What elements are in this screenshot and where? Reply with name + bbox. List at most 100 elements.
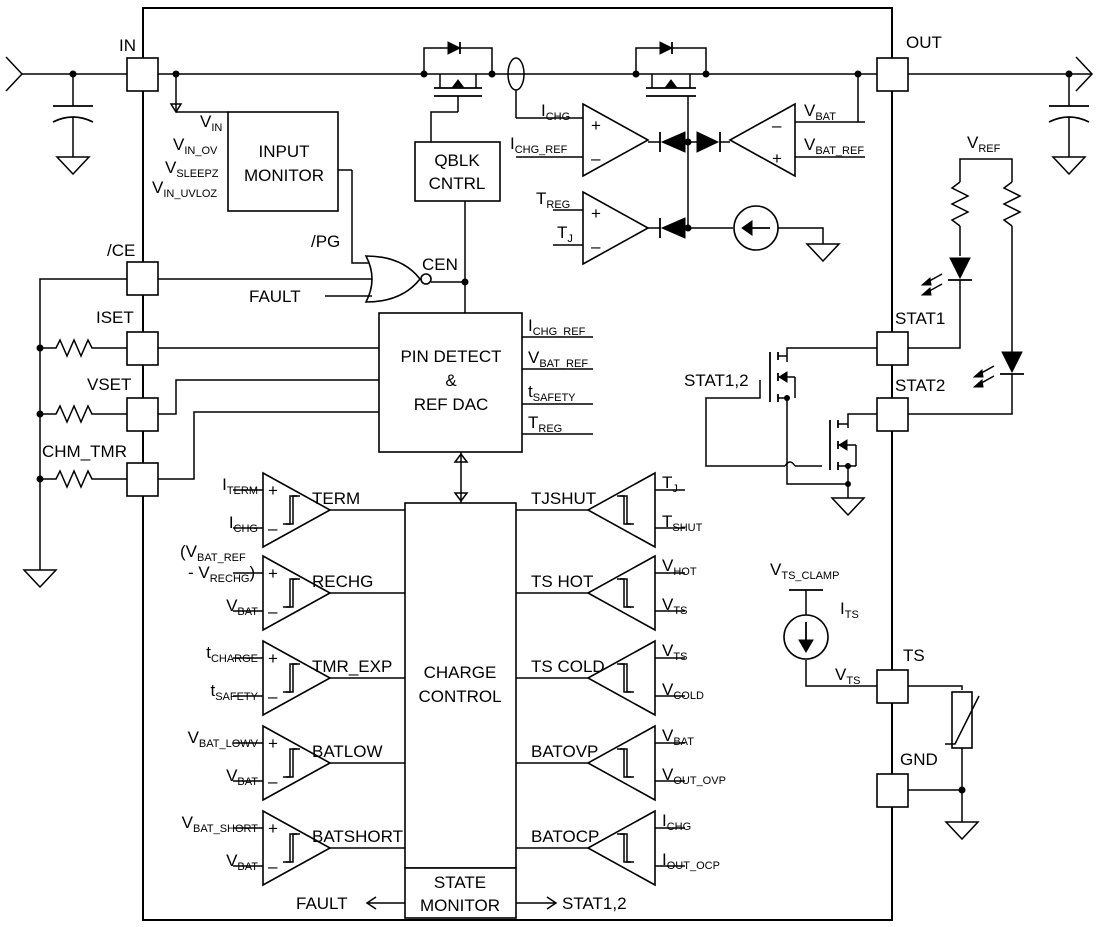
stat1-mosfet-icon: STAT1,2	[684, 347, 877, 485]
ground-icon	[22, 569, 58, 589]
comparator-plus-input: VBAT_LOWV	[188, 728, 259, 750]
svg-text:–: –	[268, 519, 278, 538]
comparator-icon	[262, 554, 332, 632]
comparator-input-a: VTS	[662, 641, 687, 663]
svg-text:+: +	[591, 204, 601, 223]
comparator-icon	[262, 809, 332, 887]
svg-text:–: –	[591, 149, 601, 168]
svg-text:+: +	[772, 149, 782, 168]
vts-clamp-label: VTS_CLAMP	[770, 560, 839, 582]
pin-ce-label: /CE	[107, 241, 135, 260]
comparator-plus-input: ITERM	[222, 475, 258, 497]
pin-stat1: STAT1	[876, 309, 945, 366]
state-monitor-line2: MONITOR	[420, 896, 500, 915]
fault-input-label: FAULT	[249, 287, 301, 306]
comparator-name: BATOCP	[531, 827, 599, 846]
comparator-icon	[586, 554, 656, 632]
comparator-rechg: +–RECHG(VBAT_REF- VRECHG)VBAT	[180, 542, 405, 632]
charge-control-block: CHARGE CONTROL	[404, 502, 517, 869]
pd-out-treg: TREG	[528, 413, 562, 435]
comparator-minus-input: ICHG	[229, 513, 258, 535]
state-monitor-line1: STATE	[434, 873, 486, 892]
ground-icon	[944, 821, 980, 841]
pin-ce: /CE	[107, 241, 159, 296]
resistor-icon	[40, 404, 127, 424]
diode-icon	[659, 131, 697, 153]
comparator-icon	[586, 639, 656, 717]
input-monitor-block: INPUT MONITOR VIN VIN_OV VSLEEPZ VIN_UVL…	[152, 74, 373, 264]
comparator-icon	[586, 724, 656, 802]
pin-chm-tmr-label: CHM_TMR	[42, 442, 127, 461]
comparator-icon	[262, 471, 332, 549]
pin-vset: VSET	[87, 375, 159, 432]
stat-output-label: STAT1,2	[562, 894, 627, 913]
comparator-name: BATOVP	[531, 742, 598, 761]
amp-ichgref-label: ICHG_REF	[510, 134, 568, 156]
vbat-amp: – + VBAT VBAT_REF	[720, 74, 865, 178]
pg-label: /PG	[311, 232, 340, 251]
current-source-icon	[733, 205, 841, 263]
power-path	[158, 70, 877, 78]
comparator-batovp: BATOVP VBAT VOUT_OVP	[516, 724, 726, 802]
resistor-icon	[40, 338, 127, 358]
comparator-name: RECHG	[312, 572, 373, 591]
comparator-minus-input: VBAT	[226, 766, 258, 788]
state-monitor-block: STATE MONITOR FAULT STAT1,2	[296, 867, 627, 919]
pin-detect-line2: &	[445, 371, 457, 390]
current-source-icon	[783, 614, 829, 660]
im-in-vsleepz: VSLEEPZ	[165, 158, 219, 180]
pin-out-label: OUT	[906, 33, 942, 52]
comparator-name: TERM	[312, 489, 360, 508]
comparator-input-a: VHOT	[662, 556, 697, 578]
im-in-vin: VIN	[200, 112, 222, 134]
treg-amp: + – TREG TJ	[536, 189, 660, 266]
comparator-input-a: VBAT	[662, 726, 694, 748]
output-capacitor-icon	[1048, 105, 1090, 157]
pin-detect-line1: PIN DETECT	[400, 347, 501, 366]
comparator-input-b: VOUT_OVP	[662, 765, 726, 787]
amp-vbat-label: VBAT	[804, 101, 836, 123]
ground-icon	[830, 497, 866, 517]
pin-ts: TS	[876, 646, 925, 704]
pin-in: IN	[119, 36, 159, 92]
svg-text:+: +	[268, 819, 278, 838]
amp-ichg-label: ICHG	[541, 101, 570, 123]
pd-out-ichgref: ICHG_REF	[528, 316, 586, 338]
vref-network: VREF	[950, 133, 1022, 352]
input-monitor-title2: MONITOR	[244, 166, 324, 185]
input-rail	[5, 56, 127, 106]
its-label: ITS	[840, 599, 859, 621]
svg-text:–: –	[772, 116, 782, 135]
comparator-plus-input: VBAT_SHORT	[182, 813, 259, 835]
im-in-vinov: VIN_OV	[173, 135, 218, 157]
comparator-input-b: VTS	[662, 595, 687, 617]
svg-text:+: +	[268, 564, 278, 583]
comparator-input-b: IOUT_OCP	[662, 850, 720, 872]
im-in-vinuvloz: VIN_UVLOZ	[152, 178, 217, 200]
comparator-icon	[586, 471, 656, 549]
fault-output-label: FAULT	[296, 894, 348, 913]
comparator-name: BATLOW	[312, 742, 383, 761]
ground-icon	[1051, 156, 1087, 176]
charge-control-line1: CHARGE	[424, 663, 497, 682]
comparator-name: TJSHUT	[531, 489, 596, 508]
svg-text:–: –	[268, 687, 278, 706]
qblk-line1: QBLK	[434, 151, 480, 170]
charge-mosfet-icon	[635, 41, 707, 232]
svg-text:+: +	[268, 649, 278, 668]
ground-icon	[55, 156, 91, 176]
pin-out: OUT	[876, 33, 942, 92]
diode-icon	[696, 131, 721, 153]
comparator-icon	[262, 724, 332, 802]
thermistor-icon	[945, 691, 980, 749]
svg-text:+: +	[591, 116, 601, 135]
charge-control-line2: CONTROL	[418, 687, 501, 706]
comparator-input-a: TJ	[662, 473, 678, 495]
svg-text:+: +	[268, 481, 278, 500]
svg-text:–: –	[268, 772, 278, 791]
input-monitor-title1: INPUT	[259, 142, 310, 161]
